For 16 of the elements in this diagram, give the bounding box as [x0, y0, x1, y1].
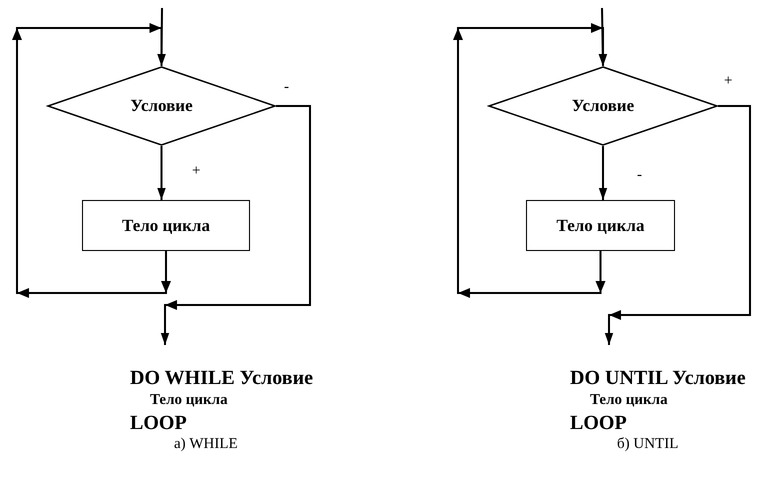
code-line: Тело цикла	[150, 393, 228, 408]
decision-diamond	[47, 66, 276, 146]
code-line: DO WHILE Условие	[130, 368, 313, 388]
node-text: Тело цикла	[556, 216, 644, 236]
code-line: Тело цикла	[590, 393, 668, 408]
process-box	[526, 200, 675, 251]
decision-diamond	[488, 66, 718, 146]
node-text: Условие	[130, 96, 193, 116]
caption: б) UNTIL	[617, 437, 678, 452]
code-line: LOOP	[570, 413, 627, 433]
code-line: LOOP	[130, 413, 187, 433]
code-line: DO UNTIL Условие	[570, 368, 746, 388]
node-text: Условие	[572, 96, 634, 116]
node-text: Тело цикла	[122, 216, 210, 236]
caption: а) WHILE	[174, 437, 238, 452]
process-box	[82, 200, 250, 251]
